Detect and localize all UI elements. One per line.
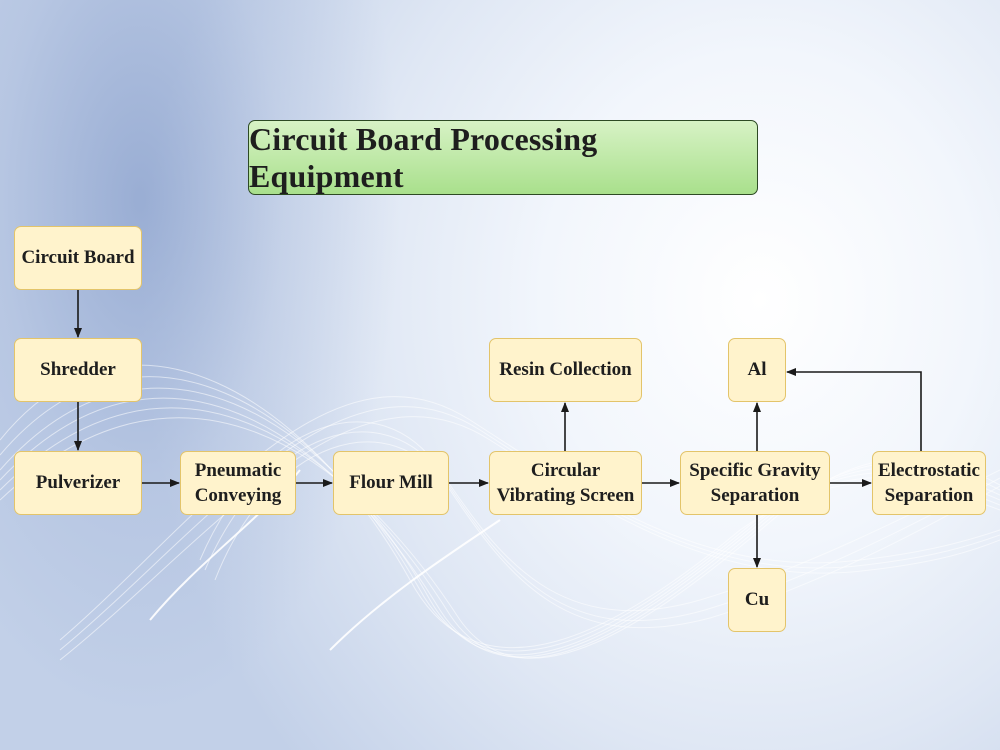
arrow-electrostatic-to-al [786, 368, 922, 451]
node-al: Al [728, 338, 786, 402]
node-flour-mill: Flour Mill [333, 451, 449, 515]
node-circular-vibrating-screen: Circular Vibrating Screen [489, 451, 642, 515]
node-pneumatic-conveying: Pneumatic Conveying [180, 451, 296, 515]
node-cu: Cu [728, 568, 786, 632]
diagram-title: Circuit Board Processing Equipment [248, 120, 758, 195]
node-shredder: Shredder [14, 338, 142, 402]
node-pulverizer: Pulverizer [14, 451, 142, 515]
node-electrostatic-separation: Electrostatic Separation [872, 451, 986, 515]
node-resin-collection: Resin Collection [489, 338, 642, 402]
node-specific-gravity-separation: Specific Gravity Separation [680, 451, 830, 515]
node-circuit-board: Circuit Board [14, 226, 142, 290]
